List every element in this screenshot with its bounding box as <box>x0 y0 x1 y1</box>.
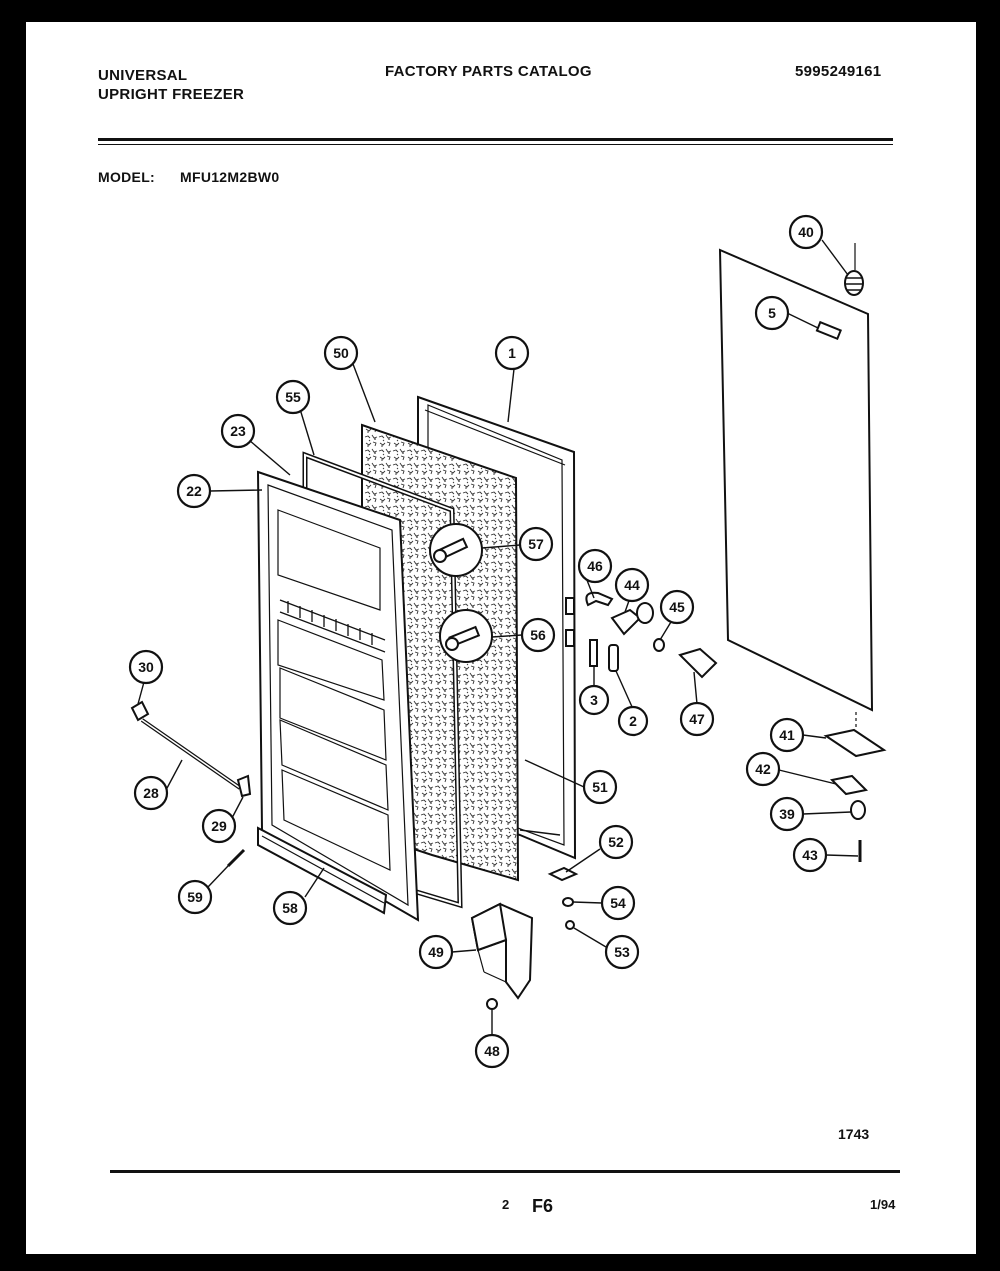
callout-3: 3 <box>578 684 610 716</box>
screw-48 <box>486 998 498 1010</box>
callout-1: 1 <box>494 335 530 371</box>
latch-hardware <box>585 591 718 679</box>
page-number: 2 <box>502 1197 510 1212</box>
svg-text:55: 55 <box>285 389 301 405</box>
callout-29: 29 <box>201 808 237 844</box>
svg-text:52: 52 <box>608 834 624 850</box>
callout-56: 56 <box>520 617 556 653</box>
revision-date: 1/94 <box>870 1197 896 1212</box>
svg-text:40: 40 <box>798 224 814 240</box>
svg-text:58: 58 <box>282 900 298 916</box>
header-rule-bottom <box>98 144 893 145</box>
header-rule-top <box>98 138 893 141</box>
svg-text:22: 22 <box>186 483 202 499</box>
callout-43: 43 <box>792 837 828 873</box>
callout-39: 39 <box>769 796 805 832</box>
svg-text:57: 57 <box>528 536 544 552</box>
svg-text:29: 29 <box>211 818 227 834</box>
brand-line-2: UPRIGHT FREEZER <box>98 86 245 103</box>
svg-text:51: 51 <box>592 779 608 795</box>
model-value: MFU12M2BW0 <box>180 169 280 185</box>
footer-rule <box>110 1170 900 1173</box>
callout-49: 49 <box>418 934 454 970</box>
model-label: MODEL: <box>98 169 156 185</box>
screw-detail-56 <box>439 609 493 663</box>
callout-51: 51 <box>582 769 618 805</box>
callout-46: 46 <box>577 548 613 584</box>
door-bumper <box>844 243 864 296</box>
callout-57: 57 <box>518 526 554 562</box>
svg-text:47: 47 <box>689 711 705 727</box>
svg-text:44: 44 <box>624 577 640 593</box>
door-shelf-liner <box>256 470 420 922</box>
callout-47: 47 <box>679 701 715 737</box>
callout-50: 50 <box>323 335 359 371</box>
callout-52: 52 <box>598 824 634 860</box>
screw-59 <box>226 848 246 868</box>
section-code: F6 <box>532 1196 554 1216</box>
svg-text:49: 49 <box>428 944 444 960</box>
callout-30: 30 <box>128 649 164 685</box>
callout-22: 22 <box>176 473 212 509</box>
callout-44: 44 <box>614 567 650 603</box>
svg-text:59: 59 <box>187 889 203 905</box>
bottom-hinge <box>823 712 887 862</box>
handle-bar <box>130 700 252 798</box>
svg-text:56: 56 <box>530 627 546 643</box>
callout-5: 5 <box>754 295 790 331</box>
screw-detail-57 <box>429 523 483 577</box>
svg-text:1: 1 <box>508 345 516 361</box>
callout-54: 54 <box>600 885 636 921</box>
callout-40: 40 <box>788 214 824 250</box>
svg-text:46: 46 <box>587 558 603 574</box>
brand-line-1: UNIVERSAL <box>98 67 188 84</box>
callout-55: 55 <box>275 379 311 415</box>
svg-text:43: 43 <box>802 847 818 863</box>
callout-2: 2 <box>617 705 649 737</box>
callout-42: 42 <box>745 751 781 787</box>
svg-text:42: 42 <box>755 761 771 777</box>
svg-text:2: 2 <box>629 713 637 729</box>
svg-text:28: 28 <box>143 785 159 801</box>
svg-text:5: 5 <box>768 305 776 321</box>
callout-28: 28 <box>133 775 169 811</box>
lower-hinge-pin <box>547 866 579 930</box>
callout-23: 23 <box>220 413 256 449</box>
svg-text:23: 23 <box>230 423 246 439</box>
callout-41: 41 <box>769 717 805 753</box>
svg-text:30: 30 <box>138 659 154 675</box>
svg-text:45: 45 <box>669 599 685 615</box>
callout-53: 53 <box>604 934 640 970</box>
callout-48: 48 <box>474 1033 510 1069</box>
svg-text:50: 50 <box>333 345 349 361</box>
callout-58: 58 <box>272 890 308 926</box>
toe-grille <box>470 902 534 1000</box>
catalog-number: 5995249161 <box>795 63 882 80</box>
catalog-title: FACTORY PARTS CATALOG <box>385 63 592 80</box>
svg-text:41: 41 <box>779 727 795 743</box>
svg-text:39: 39 <box>779 806 795 822</box>
drawing-number: 1743 <box>838 1126 870 1142</box>
svg-text:53: 53 <box>614 944 630 960</box>
callout-59: 59 <box>177 879 213 915</box>
outer-door-panel <box>718 248 874 712</box>
svg-text:54: 54 <box>610 895 626 911</box>
callout-45: 45 <box>659 589 695 625</box>
svg-text:3: 3 <box>590 692 598 708</box>
svg-text:48: 48 <box>484 1043 500 1059</box>
